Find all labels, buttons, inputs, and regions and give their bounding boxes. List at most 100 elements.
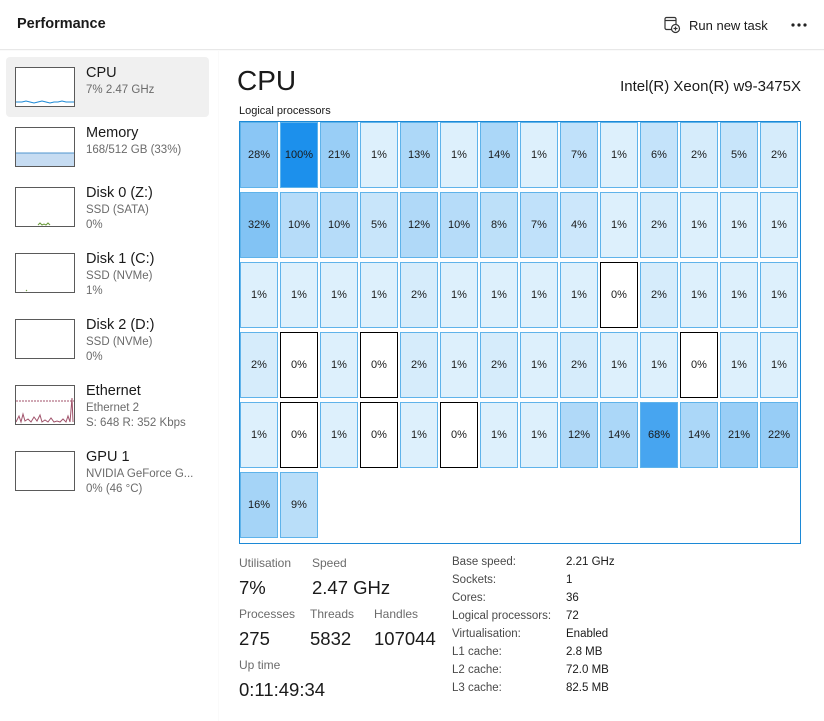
logical-processor-cell: 1% <box>520 262 558 328</box>
speed-label: Speed <box>312 556 347 570</box>
logical-processor-cell: 16% <box>240 472 278 538</box>
cpu-detail-panel: CPU Intel(R) Xeon(R) w9-3475X Logical pr… <box>219 51 824 721</box>
utilisation-label: Utilisation <box>239 556 292 570</box>
logical-processors-label: Logical processors <box>239 105 331 117</box>
processes-value: 275 <box>239 628 270 649</box>
l1-cache-label: L1 cache: <box>452 646 502 658</box>
cpu-heading: CPU <box>237 65 297 96</box>
logical-processor-cell: 10% <box>280 192 318 258</box>
header-bar: Performance Run new task <box>0 0 824 50</box>
sidebar-item-label: Disk 1 (C:) <box>86 251 155 267</box>
logical-processor-cell: 2% <box>480 332 518 398</box>
memory-thumbnail-graph <box>15 127 75 167</box>
uptime-label: Up time <box>239 658 281 672</box>
logical-processor-cell: 100% <box>280 122 318 188</box>
sidebar-item-usage: 0% <box>86 219 103 231</box>
cores-value: 36 <box>566 592 579 604</box>
logical-processor-cell: 1% <box>240 402 278 468</box>
logical-processor-cell: 22% <box>760 402 798 468</box>
resource-sidebar: CPU 7% 2.47 GHz Memory 168/512 GB (33%) … <box>0 51 218 721</box>
more-options-button[interactable] <box>786 12 812 38</box>
logical-processor-cell: 2% <box>560 332 598 398</box>
uptime-value: 0:11:49:34 <box>239 679 326 700</box>
base-speed-value: 2.21 GHz <box>566 556 615 568</box>
logical-processor-cell: 1% <box>320 332 358 398</box>
logical-processor-cell: 1% <box>320 402 358 468</box>
ethernet-thumbnail-graph <box>15 385 75 425</box>
logical-processor-cell: 12% <box>560 402 598 468</box>
l2-cache-value: 72.0 MB <box>566 664 609 676</box>
disk0-thumbnail-graph <box>15 187 75 227</box>
logical-processor-cell: 28% <box>240 122 278 188</box>
sidebar-item-cpu[interactable]: CPU 7% 2.47 GHz <box>6 57 209 117</box>
logical-processor-cell: 1% <box>440 332 478 398</box>
logical-processor-cell: 1% <box>520 122 558 188</box>
sidebar-item-detail: SSD (SATA) <box>86 204 149 216</box>
logical-processor-cell: 8% <box>480 192 518 258</box>
cpu-model-name: Intel(R) Xeon(R) w9-3475X <box>620 78 801 95</box>
logical-processor-cell: 2% <box>640 192 678 258</box>
logical-processor-cell: 2% <box>680 122 718 188</box>
run-new-task-button[interactable]: Run new task <box>663 12 768 38</box>
sidebar-item-disk1[interactable]: Disk 1 (C:) SSD (NVMe) 1% <box>6 243 209 303</box>
run-new-task-label: Run new task <box>689 17 768 33</box>
sockets-value: 1 <box>566 574 573 586</box>
disk1-thumbnail-graph <box>15 253 75 293</box>
logical-processor-cell: 7% <box>520 192 558 258</box>
sidebar-item-detail: Ethernet 2 <box>86 402 140 414</box>
logical-processor-cell: 1% <box>720 192 758 258</box>
virtualisation-value: Enabled <box>566 628 609 640</box>
sidebar-item-label: GPU 1 <box>86 449 130 465</box>
l1-cache-value: 2.8 MB <box>566 646 603 658</box>
logical-processor-cell: 2% <box>640 262 678 328</box>
sidebar-item-memory[interactable]: Memory 168/512 GB (33%) <box>6 117 209 177</box>
processes-label: Processes <box>239 607 296 621</box>
logical-processors-grid: 28%100%21%1%13%1%14%1%7%1%6%2%5%2%32%10%… <box>239 121 801 544</box>
logical-processor-cell: 32% <box>240 192 278 258</box>
sidebar-item-usage: 1% <box>86 285 103 297</box>
sidebar-item-usage: S: 648 R: 352 Kbps <box>86 417 186 429</box>
sidebar-item-ethernet[interactable]: Ethernet Ethernet 2 S: 648 R: 352 Kbps <box>6 375 209 435</box>
logical-processor-cell: 1% <box>720 332 758 398</box>
sidebar-item-label: Ethernet <box>86 383 141 399</box>
logical-processor-cell: 4% <box>560 192 598 258</box>
sidebar-item-usage: 0% (46 °C) <box>86 483 143 495</box>
logical-processor-cell: 1% <box>440 122 478 188</box>
l2-cache-label: L2 cache: <box>452 664 502 676</box>
logical-processor-cell: 2% <box>240 332 278 398</box>
virtualisation-label: Virtualisation: <box>452 628 521 640</box>
sidebar-item-disk2[interactable]: Disk 2 (D:) SSD (NVMe) 0% <box>6 309 209 369</box>
base-speed-label: Base speed: <box>452 556 516 568</box>
logical-processor-cell: 21% <box>720 402 758 468</box>
sidebar-item-label: Disk 2 (D:) <box>86 317 155 333</box>
logical-processor-cell: 1% <box>560 262 598 328</box>
logical-processor-cell: 0% <box>440 402 478 468</box>
logical-processor-cell: 1% <box>280 262 318 328</box>
cores-label: Cores: <box>452 592 486 604</box>
run-task-icon <box>664 16 681 34</box>
more-icon <box>791 23 807 27</box>
sidebar-item-label: CPU <box>86 65 117 81</box>
utilisation-value: 7% <box>239 577 266 598</box>
page-title: Performance <box>17 16 106 32</box>
threads-value: 5832 <box>310 628 352 649</box>
logical-processor-cell: 1% <box>760 262 798 328</box>
sidebar-item-disk0[interactable]: Disk 0 (Z:) SSD (SATA) 0% <box>6 177 209 237</box>
logical-processor-cell: 0% <box>280 402 318 468</box>
logical-processor-cell: 5% <box>720 122 758 188</box>
logical-processor-cell: 0% <box>360 332 398 398</box>
logical-processor-cell: 1% <box>760 192 798 258</box>
logical-processor-cell: 5% <box>360 192 398 258</box>
sidebar-item-gpu1[interactable]: GPU 1 NVIDIA GeForce G... 0% (46 °C) <box>6 441 209 501</box>
logical-processor-cell: 1% <box>480 402 518 468</box>
logical-processor-cell: 2% <box>760 122 798 188</box>
sidebar-item-detail: SSD (NVMe) <box>86 270 153 282</box>
logical-processor-cell: 12% <box>400 192 438 258</box>
logical-processor-cell: 0% <box>680 332 718 398</box>
logical-processor-cell: 2% <box>400 262 438 328</box>
logical-processor-cell: 21% <box>320 122 358 188</box>
l3-cache-label: L3 cache: <box>452 682 502 694</box>
sidebar-item-usage: 0% <box>86 351 103 363</box>
logical-processor-cell: 1% <box>400 402 438 468</box>
